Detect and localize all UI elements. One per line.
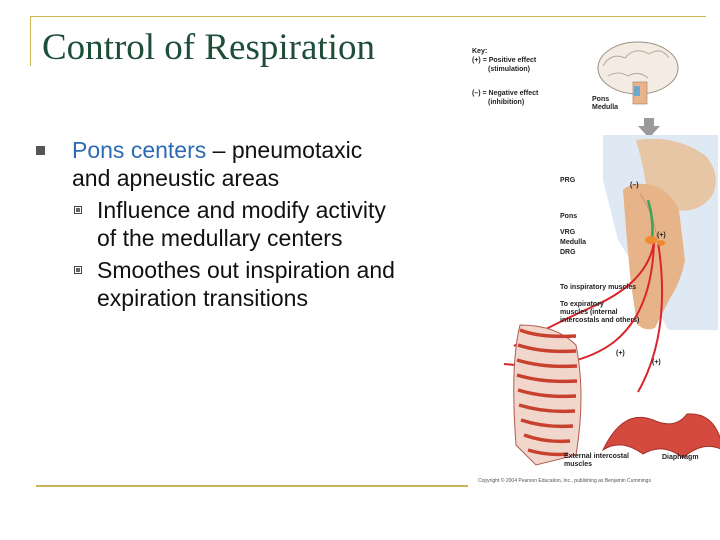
plus-sign-1: (+): [616, 350, 625, 357]
subbullet-line1: Smoothes out inspiration and: [97, 257, 395, 283]
checkbox-bullet-icon: [74, 266, 82, 274]
key-positive: (+) = Positive effect: [472, 57, 537, 64]
rib-cage-icon: [513, 324, 582, 466]
bullet-list: Pons centers – pneumotaxic and apneustic…: [36, 136, 466, 312]
to-expiratory-line1: To expiratory: [560, 301, 604, 308]
external-intercostal-line1: External intercostal: [564, 453, 629, 460]
bullet-text-line1: – pneumotaxic: [206, 137, 363, 163]
plus-sign-2: (+): [652, 359, 661, 366]
diaphragm-icon: [601, 413, 720, 459]
bullet-highlight: Pons centers: [72, 137, 207, 163]
checkbox-bullet-icon: [74, 206, 82, 214]
brain-icon: [597, 41, 679, 105]
subbullet-line2: of the medullary centers: [97, 225, 343, 251]
subbullet-line1: Influence and modify activity: [97, 197, 386, 223]
to-expiratory-line2: muscles (internal: [560, 309, 618, 316]
pons-inset-label: Pons: [592, 96, 610, 103]
medulla-inset-label: Medulla: [592, 104, 619, 111]
key-negative-sub: (inhibition): [488, 99, 525, 106]
key-title: Key:: [472, 48, 488, 55]
to-inspiratory-label: To inspiratory muscles: [560, 284, 637, 291]
medulla-label: Medulla: [560, 239, 587, 246]
external-intercostal-line2: muscles: [564, 461, 593, 468]
bullet-pons-centers: Pons centers – pneumotaxic and apneustic…: [36, 136, 466, 192]
to-expiratory-line3: intercostals and others): [560, 317, 640, 324]
subbullet-influence: Influence and modify activity of the med…: [72, 196, 466, 252]
prg-label: PRG: [560, 177, 576, 184]
figure-illustration: [503, 41, 720, 466]
drg-dot: [657, 240, 665, 246]
drg-label: DRG: [560, 249, 576, 256]
subbullet-smoothes: Smoothes out inspiration and expiration …: [72, 256, 466, 312]
key-negative: (–) = Negative effect: [472, 90, 539, 97]
nerve-red-path-3: [637, 241, 664, 393]
diaphragm-label: Diaphragm: [662, 454, 699, 461]
vrg-label: VRG: [560, 229, 576, 236]
positive-sign: (+): [657, 232, 666, 239]
square-bullet-icon: [36, 146, 45, 155]
respiration-figure: Key: (+) = Positive effect (stimulation)…: [468, 30, 720, 490]
frame-left-line: [30, 16, 31, 66]
bullet-text-line2: and apneustic areas: [72, 165, 280, 191]
brainstem-icon: [603, 135, 718, 330]
frame-top-line: [30, 16, 706, 17]
pons-label: Pons: [560, 213, 578, 220]
subbullet-line2: expiration transitions: [97, 285, 308, 311]
frame-bottom-line: [36, 485, 468, 487]
key-positive-sub: (stimulation): [488, 66, 530, 73]
figure-copyright: Copyright © 2004 Pearson Education, Inc.…: [478, 478, 651, 484]
slide-title: Control of Respiration: [42, 27, 375, 68]
negative-sign: (–): [630, 182, 639, 189]
vrg-dot: [645, 236, 657, 244]
down-arrow-icon: [638, 118, 660, 138]
